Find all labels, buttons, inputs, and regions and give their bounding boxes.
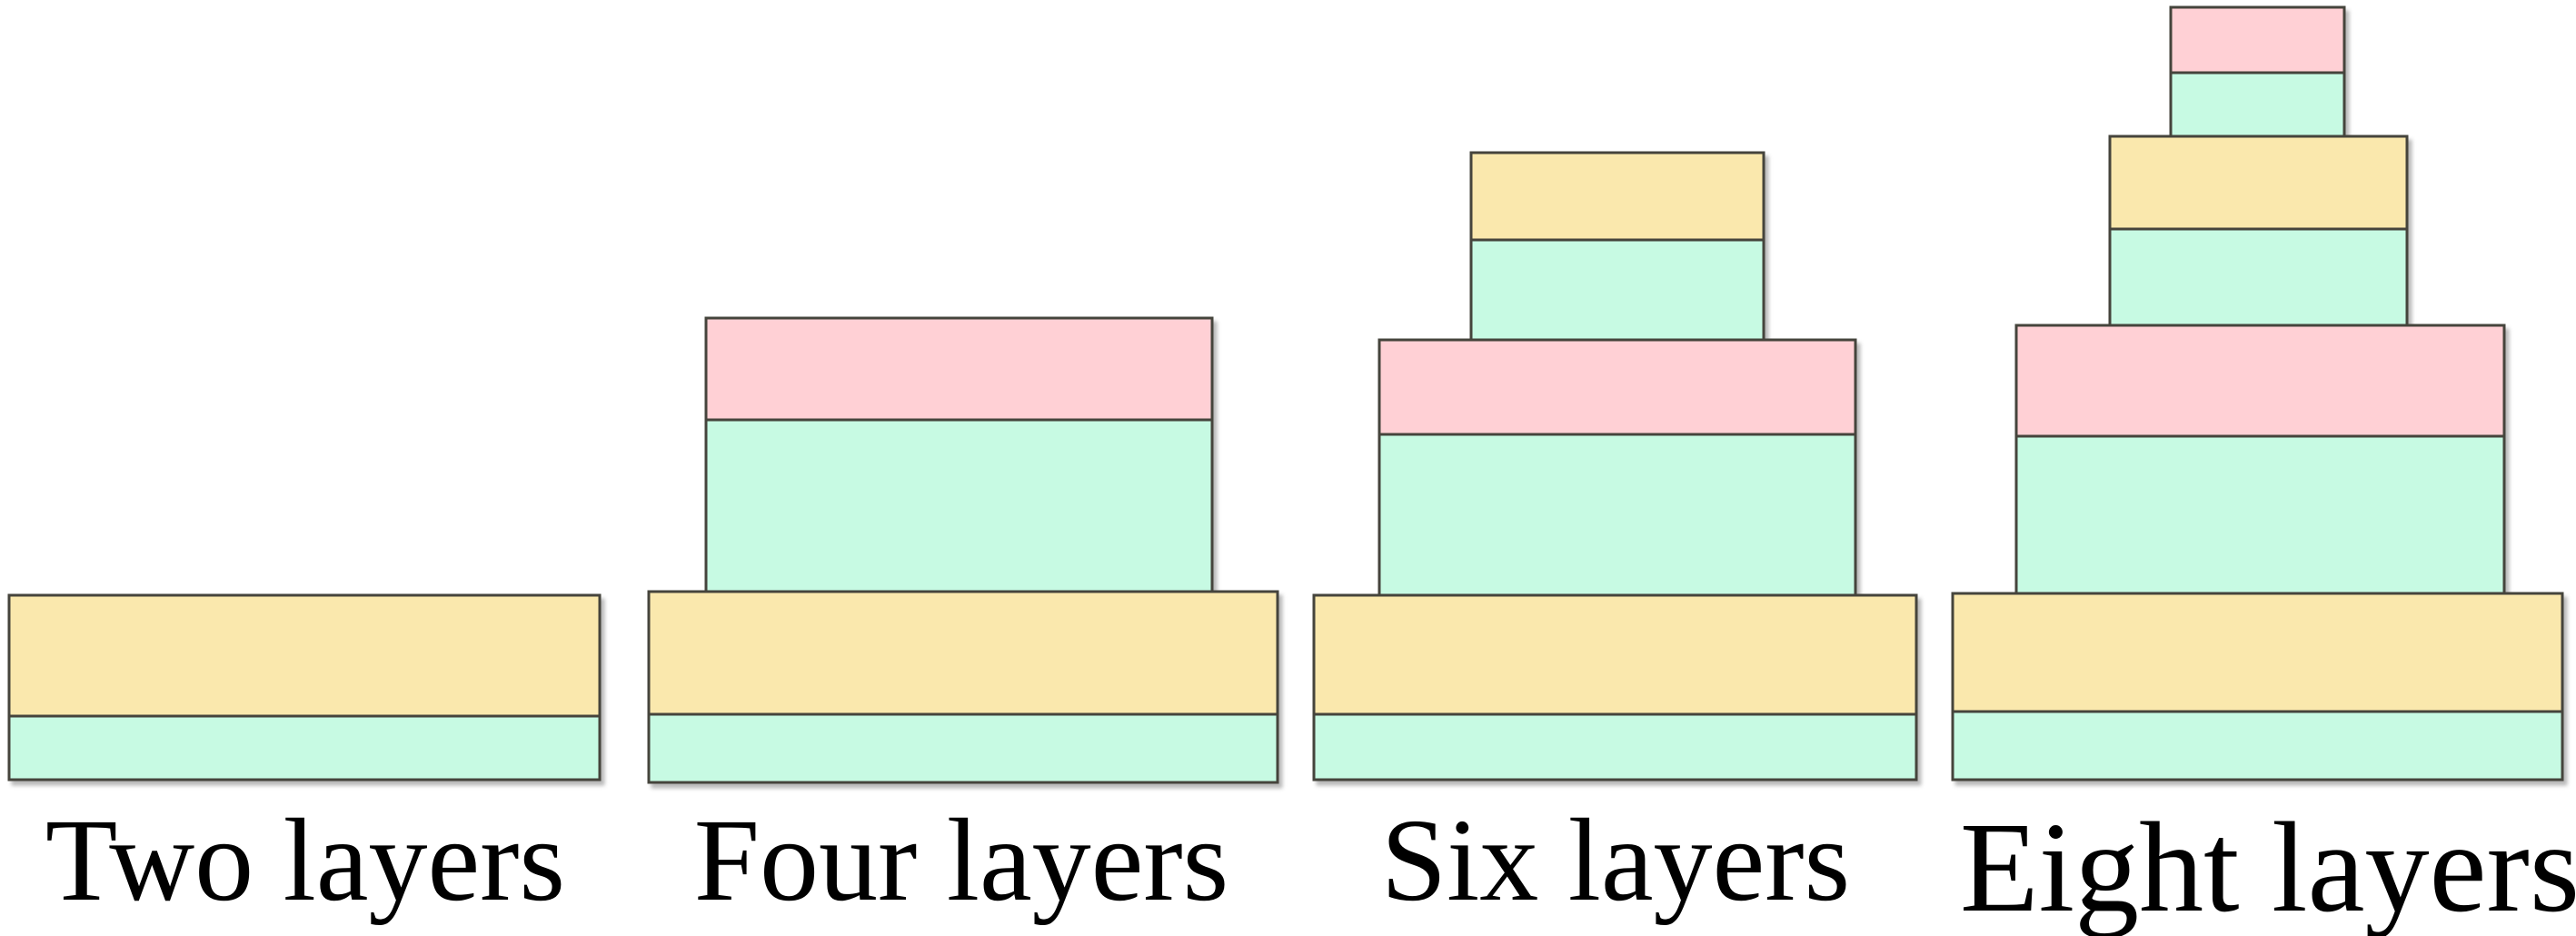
stack-label-eight-layers: Eight layers (1959, 795, 2576, 936)
stack-eight-layers (1951, 5, 2564, 782)
layer-2-yellow (7, 593, 602, 718)
layer-6-yellow (2108, 134, 2409, 231)
layer-4-pink (704, 316, 1214, 422)
layer-3-mint (2014, 434, 2506, 595)
layer-2-yellow (1951, 592, 2564, 713)
layer-6-yellow (1469, 151, 1765, 242)
stack-label-four-layers: Four layers (693, 795, 1229, 926)
layer-4-pink (1378, 338, 1857, 436)
layer-8-pink (2169, 5, 2346, 75)
layer-1-mint (647, 712, 1279, 784)
layer-4-pink (2014, 324, 2506, 438)
layer-7-mint (2169, 71, 2346, 138)
layer-1-mint (7, 714, 602, 782)
stack-six-layers (1312, 151, 1918, 782)
layer-2-yellow (647, 590, 1279, 716)
stack-label-six-layers: Six layers (1380, 795, 1851, 926)
layer-1-mint (1312, 712, 1918, 782)
layer-1-mint (1951, 710, 2564, 782)
layer-2-yellow (1312, 593, 1918, 716)
layer-3-mint (1378, 433, 1857, 597)
layer-3-mint (704, 418, 1214, 593)
layer-5-mint (2108, 227, 2409, 327)
stack-label-two-layers: Two layers (45, 795, 566, 926)
stack-four-layers (647, 316, 1279, 784)
layer-5-mint (1469, 238, 1765, 342)
stack-two-layers (7, 593, 602, 782)
